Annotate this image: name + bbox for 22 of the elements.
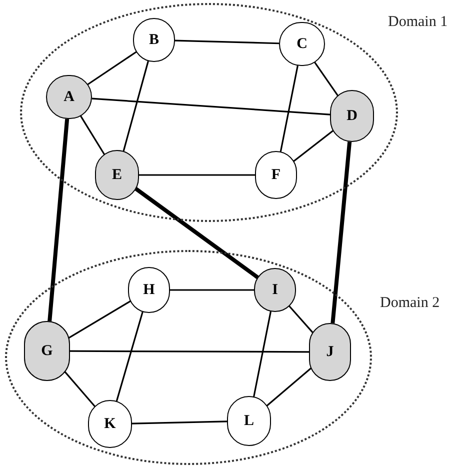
connector-line <box>92 98 330 116</box>
connector-line <box>87 51 137 86</box>
connector-line <box>288 306 314 334</box>
connector-line <box>70 350 309 353</box>
connector-line <box>170 289 254 291</box>
connector-line <box>253 311 272 397</box>
connector-line <box>292 130 334 162</box>
connector-line <box>122 60 149 152</box>
domain-label: Domain 1 <box>388 13 448 32</box>
connector-line <box>64 370 96 408</box>
connector-line <box>132 420 228 424</box>
domain-label: Domain 2 <box>380 294 440 313</box>
connector-line <box>314 62 339 96</box>
connector-line <box>80 116 106 155</box>
connector-line <box>139 174 255 176</box>
connector-line <box>48 118 70 322</box>
connector-line <box>174 40 280 44</box>
connector-line <box>266 366 313 407</box>
connector-line <box>280 65 298 152</box>
connector-line <box>116 312 144 402</box>
connector-line <box>330 142 352 324</box>
connector-line <box>134 186 259 280</box>
